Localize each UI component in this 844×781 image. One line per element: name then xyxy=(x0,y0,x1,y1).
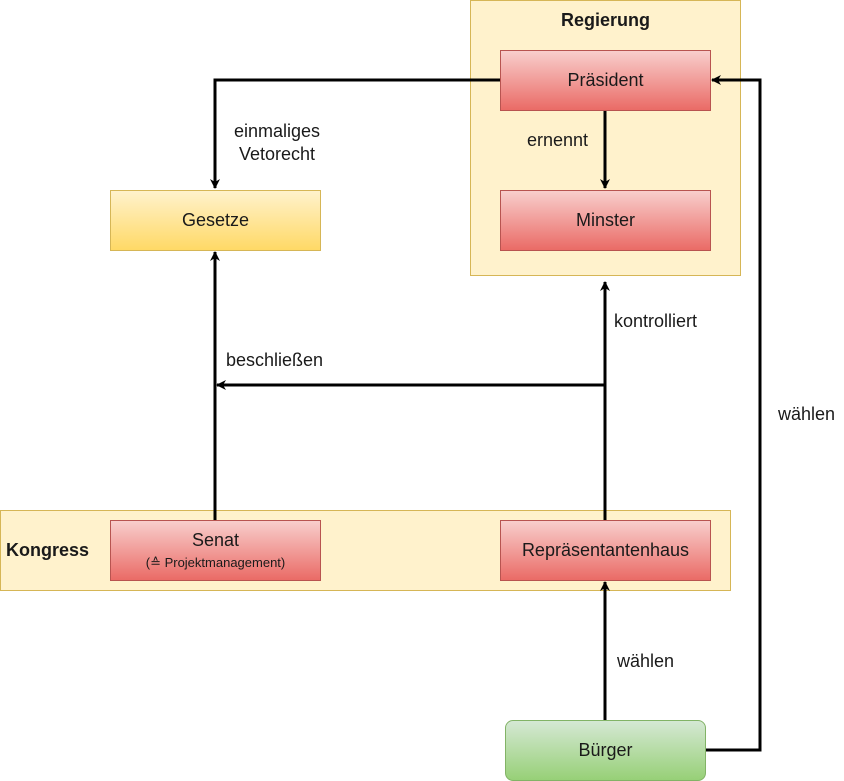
ernennt-label: ernennt xyxy=(527,130,589,150)
beschliessen-label: beschließen xyxy=(226,350,324,370)
regierung-title: Regierung xyxy=(560,10,650,30)
buerger-label: Bürger xyxy=(578,740,633,760)
kongress-title: Kongress xyxy=(6,540,90,560)
edge-waehlen-praesident xyxy=(706,75,762,752)
waehlen-praesident-label: wählen xyxy=(778,404,836,424)
minister-node[interactable]: Minster xyxy=(500,190,711,251)
praesident-node[interactable]: Präsident xyxy=(500,50,711,111)
minister-label: Minster xyxy=(575,210,635,230)
praesident-label: Präsident xyxy=(567,70,644,90)
repraesentantenhaus-label: Repräsentantenhaus xyxy=(521,540,690,560)
veto-label-line1: einmaliges xyxy=(233,121,321,141)
kontrolliert-label: kontrolliert xyxy=(614,311,698,331)
veto-label-line2: Vetorecht xyxy=(238,144,316,164)
veto-label: einmaliges Vetorecht xyxy=(222,120,332,166)
senat-node[interactable]: Senat (≙ Projektmanagement) xyxy=(110,520,321,581)
senat-sublabel: (≙ Projektmanagement) xyxy=(145,555,286,570)
edge-veto xyxy=(210,78,500,189)
senat-label: Senat xyxy=(191,530,240,550)
waehlen-haus-label: wählen xyxy=(617,651,675,671)
gesetze-label: Gesetze xyxy=(181,210,250,230)
buerger-node[interactable]: Bürger xyxy=(505,720,706,781)
repraesentantenhaus-node[interactable]: Repräsentantenhaus xyxy=(500,520,711,581)
gesetze-node[interactable]: Gesetze xyxy=(110,190,321,251)
